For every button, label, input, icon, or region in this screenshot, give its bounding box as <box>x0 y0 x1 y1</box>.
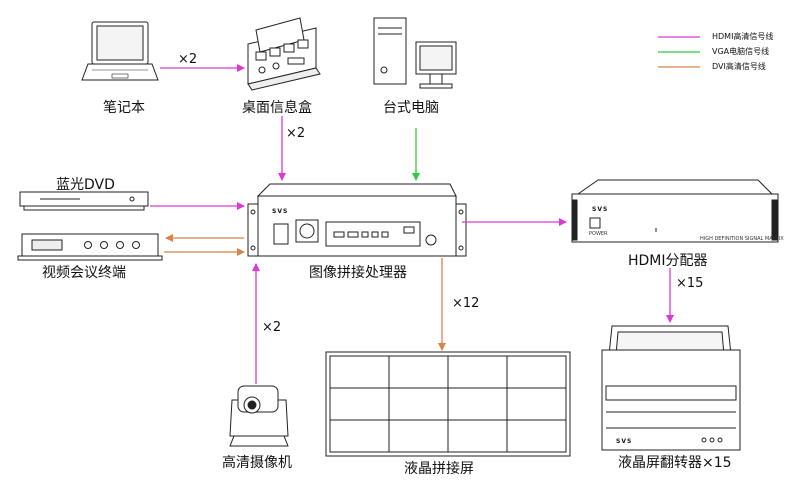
desktop-box-label: 桌面信息盒 <box>242 100 312 116</box>
camera-label: 高清摄像机 <box>222 455 292 471</box>
legend-dvi-label: DVI高清信号线 <box>712 62 766 71</box>
processor-brand-logo: SVS <box>272 208 289 215</box>
desktop-pc-icon <box>373 17 457 89</box>
video-wall-processor-icon <box>247 183 467 257</box>
hd-camera-icon <box>229 385 289 447</box>
legend-hdmi-label: HDMI高清信号线 <box>712 32 774 41</box>
lifter-label: 液晶屏翻转器×15 <box>618 455 732 471</box>
lcd-video-wall-icon <box>325 351 571 457</box>
legend <box>658 36 700 68</box>
wall-link-count: ×12 <box>452 296 480 311</box>
lcd-lifter-icon <box>601 325 741 451</box>
processor-label: 图像拼接处理器 <box>309 265 407 281</box>
splitter-power-label: POWER <box>589 231 608 237</box>
splitter-label: HDMI分配器 <box>628 253 708 269</box>
splitter-brand-logo: SVS <box>592 206 609 213</box>
laptop-icon <box>81 21 159 81</box>
video-conf-label: 视频会议终端 <box>42 265 126 281</box>
bluray-label: 蓝光DVD <box>56 177 115 193</box>
lcd-wall-label: 液晶拼接屏 <box>404 461 474 477</box>
desktop-box-icon <box>247 17 321 91</box>
desktop-pc-label: 台式电脑 <box>383 100 439 116</box>
box-link-count: ×2 <box>286 126 306 141</box>
video-conf-terminal-icon <box>17 233 163 261</box>
splitter-link-count: ×15 <box>676 276 704 291</box>
bluray-player-icon <box>19 191 149 211</box>
splitter-caption: HIGH DEFINITION SIGNAL MATRIX <box>700 236 784 242</box>
connections <box>150 64 674 384</box>
laptop-link-count: ×2 <box>178 52 198 67</box>
laptop-label: 笔记本 <box>103 100 145 116</box>
hdmi-splitter-icon <box>571 179 779 243</box>
legend-vga-label: VGA电脑信号线 <box>712 47 770 56</box>
camera-link-count: ×2 <box>262 320 282 335</box>
lifter-brand-logo: SVS <box>616 438 633 445</box>
